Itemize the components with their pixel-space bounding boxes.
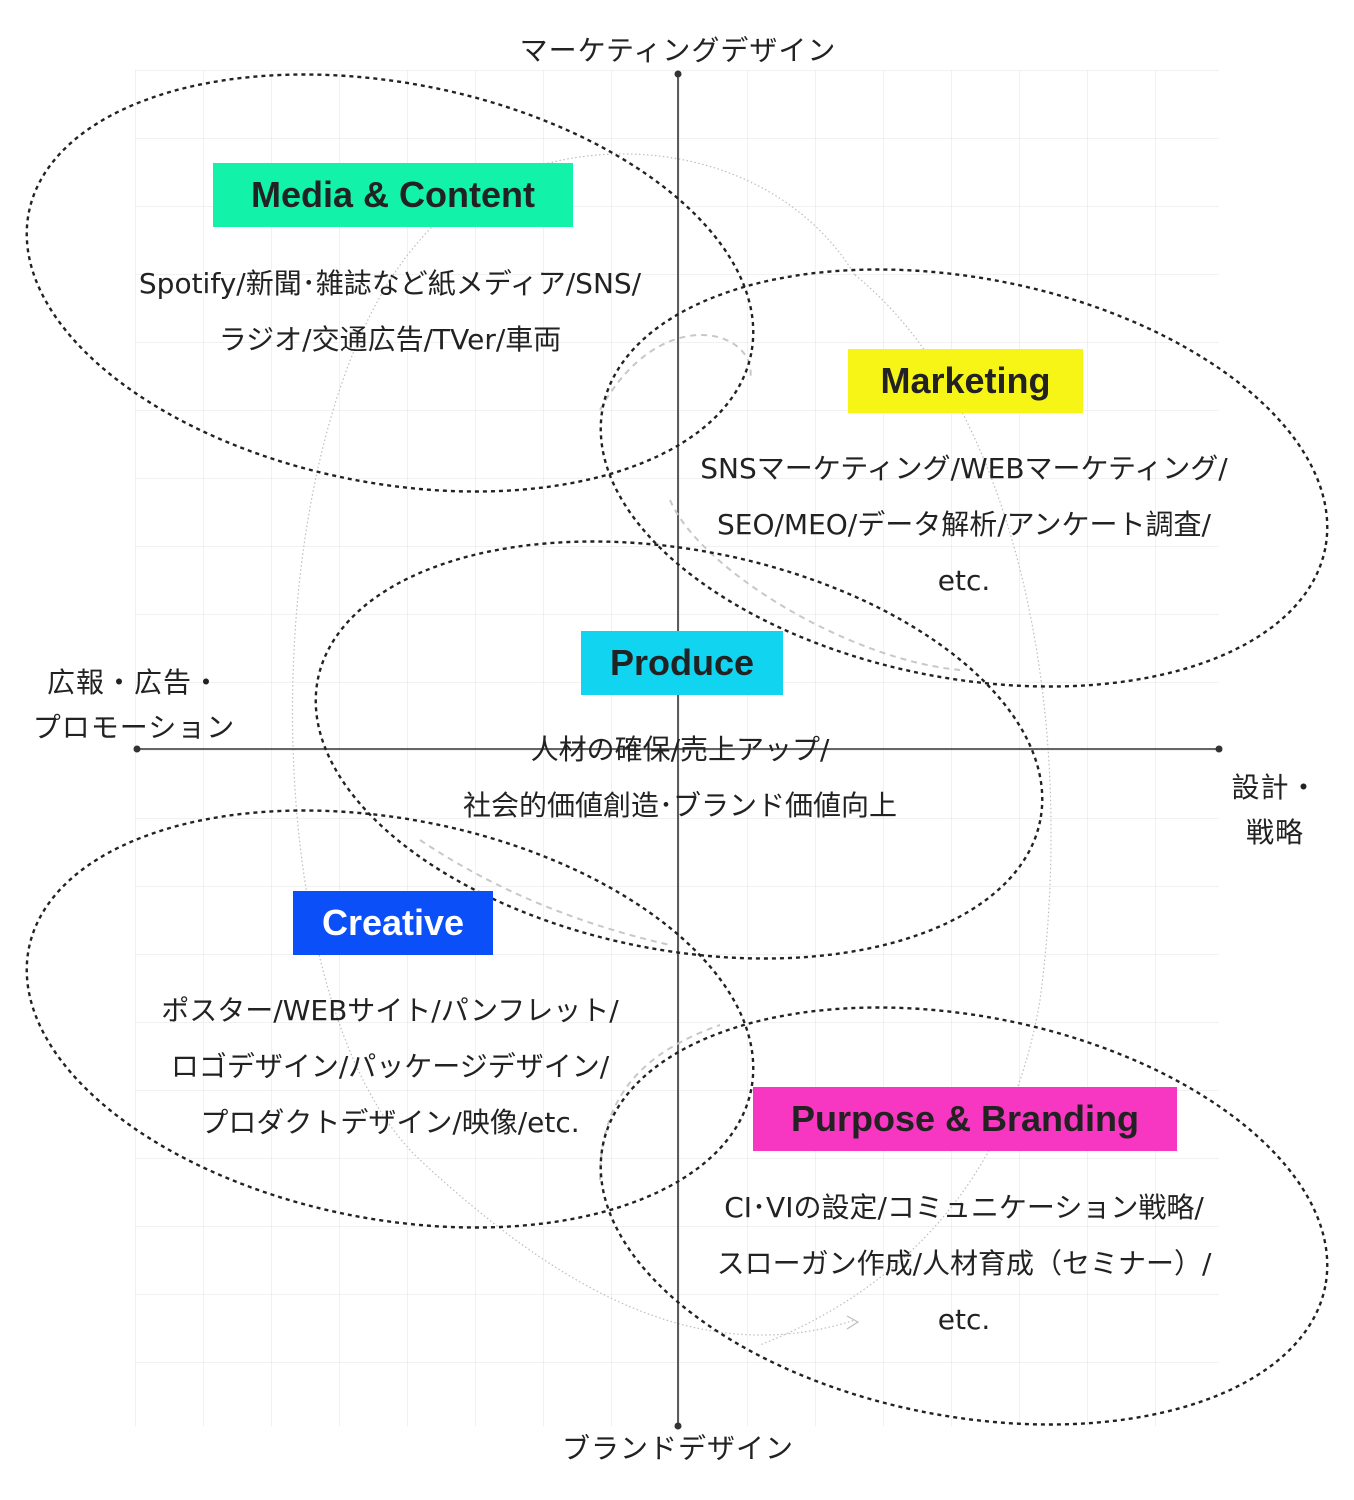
background-grid [135,70,1219,1426]
flow-arrowhead [846,1315,860,1330]
axis-label-bottom: ブランドデザイン [561,1432,794,1465]
category-desc-purpose-branding: CI･VIの設定/コミュニケーション戦略/ スローガン作成/人材育成（セミナー）… [624,1180,1304,1348]
category-tag-purpose-branding: Purpose & Branding [753,1087,1177,1151]
category-desc-produce: 人材の確保/売上アップ/ 社会的価値創造･ブランド価値向上 [380,722,980,834]
desc-line: 人材の確保/売上アップ/ [530,733,830,766]
desc-line: スローガン作成/人材育成（セミナー）/ [716,1247,1212,1280]
desc-line: 社会的価値創造･ブランド価値向上 [462,789,897,822]
desc-line: Spotify/新聞･雑誌など紙メディア/SNS/ [138,267,642,300]
desc-line: SEO/MEO/データ解析/アンケート調査/ [716,508,1211,541]
ellipse-marketing [599,268,1329,688]
ellipse-purpose-branding [599,1006,1329,1426]
desc-line: etc. [937,1303,991,1336]
axis-label-left-line-2: プロモーション [32,711,236,744]
overlap-arc-marketing-produce [669,499,961,671]
axis-label-left-line-1: 広報・広告・ [46,666,221,699]
desc-line: ポスター/WEBサイト/パンフレット/ [161,994,619,1027]
axis-end-dot-right [1215,745,1223,753]
desc-line: etc. [937,564,991,597]
ellipse-produce [314,540,1044,960]
axis-end-dot-bottom [674,1422,682,1430]
axis-label-left: 広報・広告・ プロモーション [14,660,254,750]
axis-label-right-line-1: 設計・ [1231,771,1319,804]
axis-label-top: マーケティングデザイン [519,34,837,67]
overlap-arc-produce-creative [419,839,671,946]
desc-line: SNSマーケティング/WEBマーケティング/ [700,452,1228,485]
axis-end-dot-left [133,745,141,753]
axis-label-right-line-2: 戦略 [1245,816,1304,849]
category-tag-produce: Produce [581,631,783,695]
category-desc-media-content: Spotify/新聞･雑誌など紙メディア/SNS/ ラジオ/交通広告/TVer/… [60,256,720,368]
desc-line: プロダクトデザイン/映像/etc. [200,1106,580,1139]
ellipse-media-content [25,73,755,493]
category-tag-media-content: Media & Content [213,163,573,227]
desc-line: CI･VIの設定/コミュニケーション戦略/ [724,1191,1204,1224]
category-desc-creative: ポスター/WEBサイト/パンフレット/ ロゴデザイン/パッケージデザイン/ プロ… [80,983,700,1151]
flow-curve-outer [292,153,856,1336]
desc-line: ラジオ/交通広告/TVer/車両 [218,323,562,356]
axis-label-right: 設計・ 戦略 [1220,765,1330,855]
desc-line: ロゴデザイン/パッケージデザイン/ [170,1050,610,1083]
category-tag-marketing: Marketing [848,349,1083,413]
axis-end-dot-top [674,70,682,78]
category-tag-creative: Creative [293,891,493,955]
category-desc-marketing: SNSマーケティング/WEBマーケティング/ SEO/MEO/データ解析/アンケ… [624,441,1304,609]
